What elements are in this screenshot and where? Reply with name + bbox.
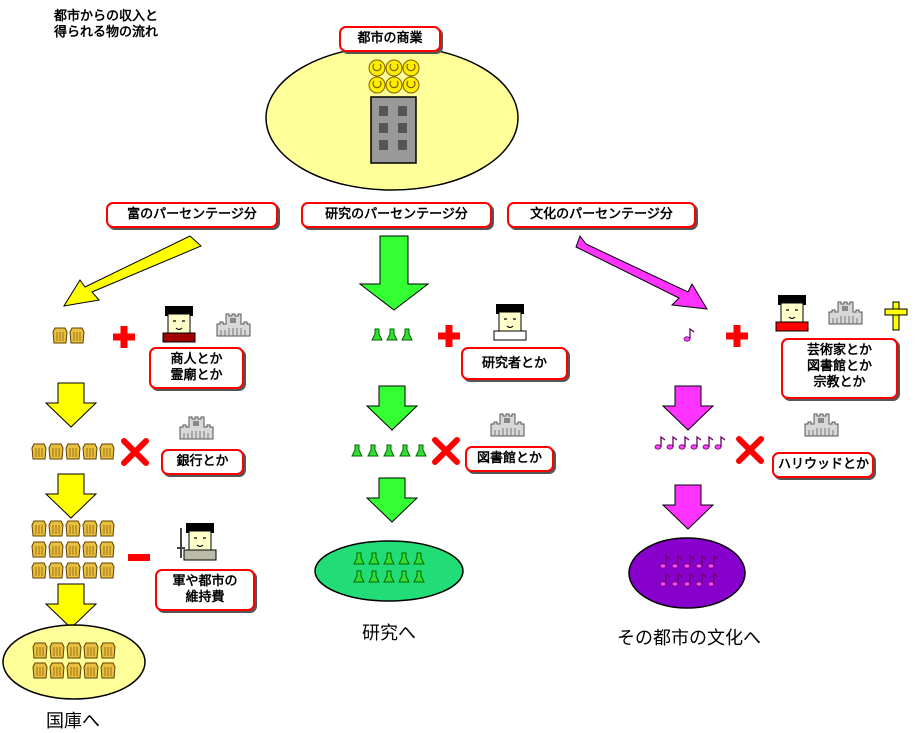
research-multiplier-label: 図書館とか (465, 446, 554, 472)
plus-icon (438, 325, 460, 347)
wealth-base-bags-icon (52, 327, 85, 344)
research-multiplied-flasks-icon (351, 444, 427, 457)
wealth-destination-label: 国庫へ (46, 711, 100, 732)
commerce-label: 都市の商業 (339, 26, 441, 52)
wealth-multiplier-label: 銀行とか (161, 449, 244, 475)
research-base-flasks-icon (371, 328, 413, 341)
multiply-icon (435, 440, 457, 462)
mausoleum-building-icon (216, 313, 251, 337)
diagram-title-line-2: 得られる物の流れ (54, 25, 159, 40)
research-branch-label: 研究のパーセンテージ分 (301, 202, 492, 228)
hollywood-building-icon (804, 413, 839, 437)
culture-down-arrow-1 (662, 385, 714, 431)
minus-icon (128, 554, 150, 561)
wealth-down-arrow-3 (45, 583, 97, 629)
diagram-title: 都市からの収入と 得られる物の流れ (54, 9, 158, 41)
culture-multiplier-label: ハリウッドとか (772, 452, 874, 478)
research-destination-label: 研究へ (362, 623, 416, 644)
research-bonus-label: 研究者とか (461, 347, 568, 380)
research-down-arrow-2 (366, 477, 418, 523)
artist-face-icon (775, 294, 809, 332)
wealth-cost-label-line-1: 軍や都市の (172, 574, 238, 589)
wealth-branch-arrow (62, 235, 202, 307)
soldier-face-icon (177, 522, 217, 561)
scientist-face-icon (493, 303, 527, 341)
wealth-cost-label: 軍や都市の 維持費 (155, 569, 255, 611)
research-branch-arrow (358, 235, 430, 311)
city-commerce-ellipse (265, 45, 519, 191)
culture-bonus-label: 芸術家とか 図書館とか 宗教とか (781, 338, 898, 399)
plus-icon (726, 325, 748, 347)
wealth-bonus-label-line-2: 霊廟とか (170, 368, 223, 383)
culture-down-arrow-2 (662, 484, 714, 530)
culture-ellipse (628, 537, 746, 609)
city-building-icon (370, 96, 417, 164)
wealth-bonus-label: 商人とか 霊廟とか (149, 347, 244, 389)
diagram-title-line-1: 都市からの収入と (54, 9, 159, 24)
wealth-multiplied-bags-icon (31, 443, 115, 460)
library-building-icon (828, 301, 863, 325)
library-building-icon (490, 413, 525, 437)
culture-destination-label: その都市の文化へ (617, 628, 761, 649)
research-down-arrow-1 (366, 385, 418, 431)
research-ellipse (314, 540, 464, 602)
culture-bonus-label-line-3: 宗教とか (813, 375, 866, 390)
culture-bonus-label-line-2: 図書館とか (806, 359, 872, 374)
wealth-cost-label-line-2: 維持費 (185, 590, 225, 605)
multiply-icon (124, 441, 146, 463)
wealth-down-arrow-2 (45, 473, 97, 519)
treasury-ellipse (2, 624, 146, 700)
culture-branch-arrow (575, 234, 708, 310)
plus-icon (113, 326, 135, 348)
culture-multiplied-notes-icon (654, 436, 726, 450)
wealth-branch-label: 富のパーセンテージ分 (106, 202, 278, 228)
culture-branch-label: 文化のパーセンテージ分 (507, 202, 696, 228)
religion-cross-icon (884, 301, 908, 331)
culture-bonus-label-line-1: 芸術家とか (806, 343, 872, 358)
merchant-face-icon (162, 305, 196, 343)
wealth-down-arrow-1 (45, 382, 97, 428)
culture-base-note-icon (683, 328, 695, 342)
wealth-pile-bags-icon (31, 520, 115, 579)
multiply-icon (739, 439, 761, 461)
wealth-bonus-label-line-1: 商人とか (170, 352, 223, 367)
bank-building-icon (179, 416, 214, 440)
